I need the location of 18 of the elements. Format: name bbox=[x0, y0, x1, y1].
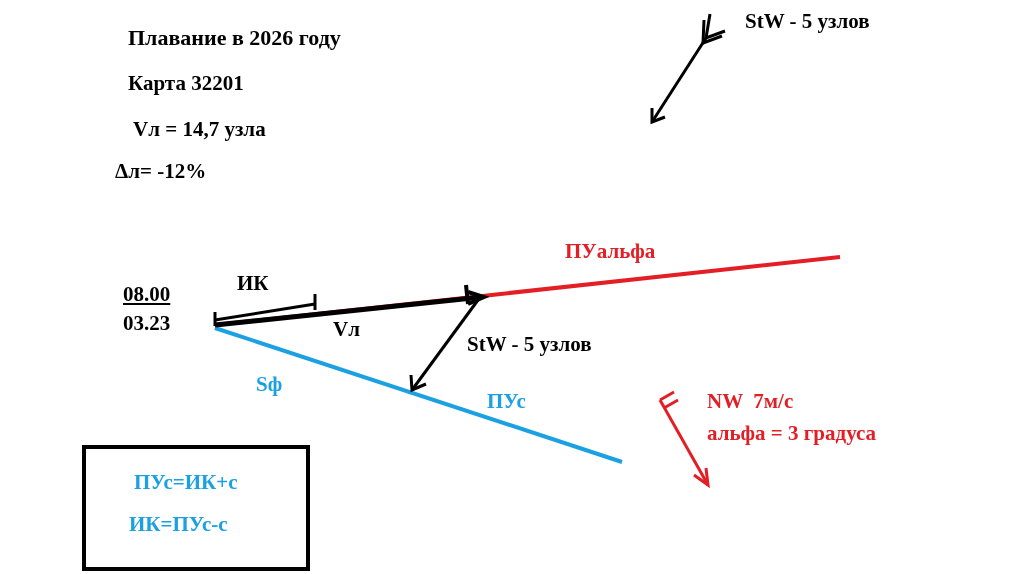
speed-label: Vл = 14,7 узла bbox=[133, 118, 266, 142]
time-label: 08.00 bbox=[123, 283, 171, 307]
formula: ИК=ПУс-с bbox=[129, 513, 228, 537]
formula: ПУс=ИК+с bbox=[134, 471, 238, 495]
speed-label: Vл bbox=[333, 318, 360, 342]
distance-label: 03.23 bbox=[123, 312, 171, 336]
map-label: Карта 32201 bbox=[128, 72, 244, 96]
formula-box bbox=[82, 445, 310, 571]
wind-label: NW 7м/с bbox=[707, 390, 794, 414]
angle-label: альфа = 3 градуса bbox=[707, 422, 877, 446]
current-label: StW - 5 узлов bbox=[745, 10, 870, 34]
title: Плавание в 2026 году bbox=[128, 26, 341, 51]
course-label: ПУальфа bbox=[565, 240, 656, 264]
current-label: StW - 5 узлов bbox=[467, 333, 592, 357]
course-label: ИК bbox=[237, 272, 269, 296]
distance-label: Sф bbox=[256, 373, 283, 397]
correction-label: Δл= -12% bbox=[115, 160, 207, 184]
course-label: ПУс bbox=[487, 390, 526, 414]
